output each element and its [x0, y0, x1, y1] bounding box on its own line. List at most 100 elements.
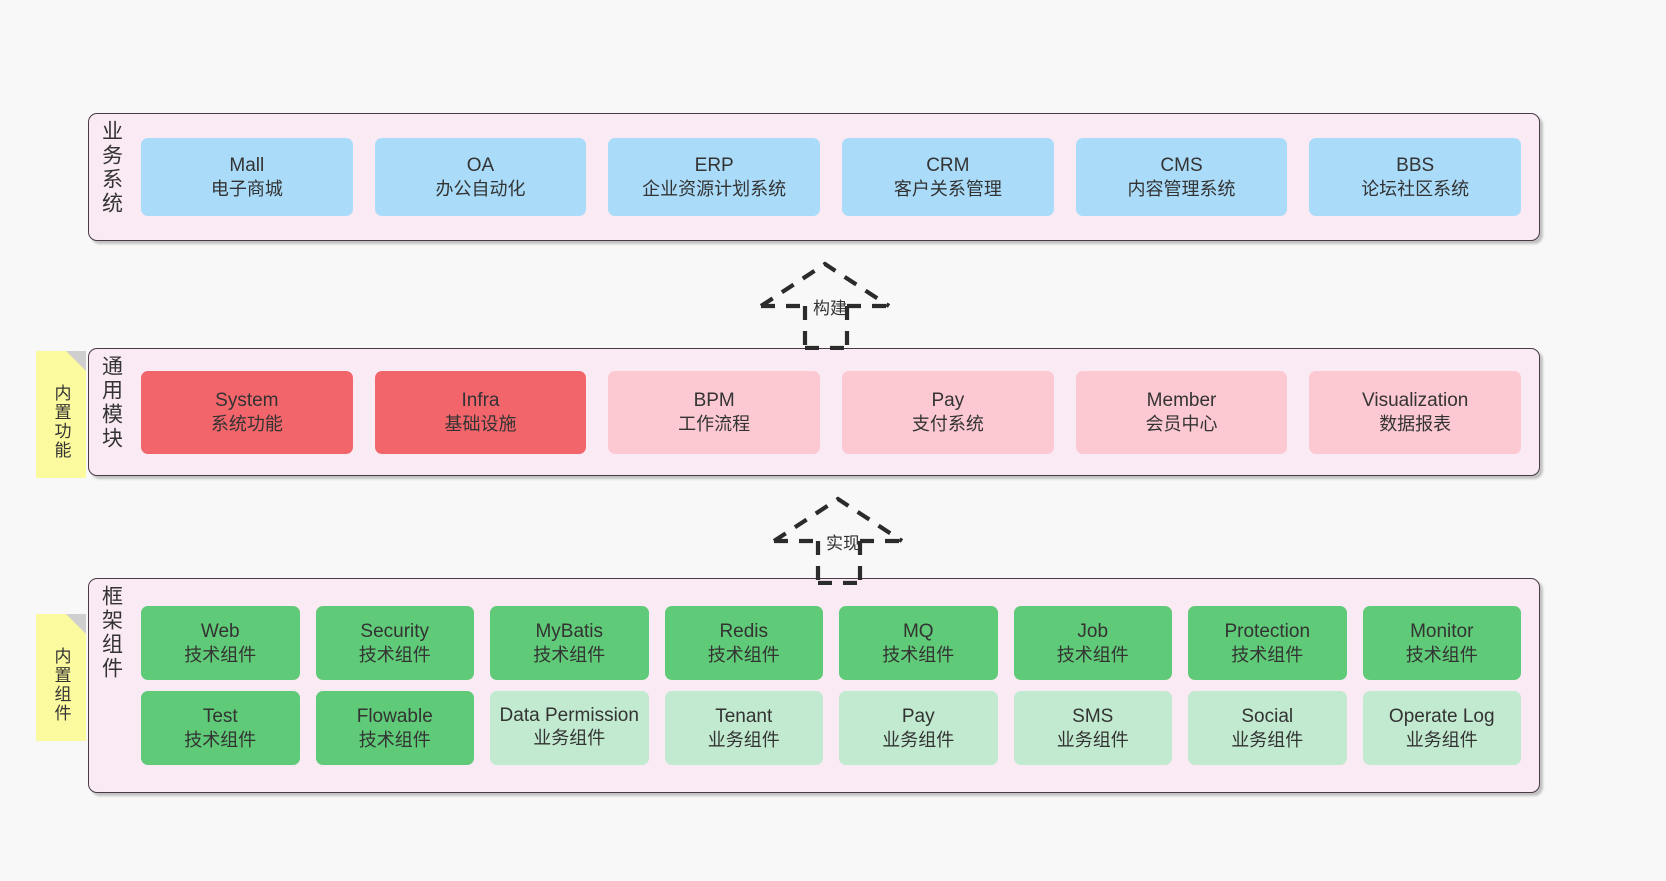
row: Web 技术组件 Security 技术组件 MyBatis 技术组件 Redi…: [141, 606, 1521, 680]
node-title: Test: [202, 705, 238, 727]
note-fold-corner-icon: [66, 351, 86, 371]
node-title: Data Permission: [499, 705, 639, 727]
node-pay-business[interactable]: Pay 业务组件: [839, 691, 998, 765]
node-subtitle: 技术组件: [1405, 644, 1478, 665]
node-system[interactable]: System 系统功能: [141, 370, 353, 454]
node-title: CMS: [1160, 154, 1203, 176]
node-title: MyBatis: [535, 620, 604, 642]
node-subtitle: 会员中心: [1145, 413, 1218, 434]
node-mybatis[interactable]: MyBatis 技术组件: [490, 606, 649, 680]
node-test[interactable]: Test 技术组件: [141, 691, 300, 765]
layer-body-framework-component: Web 技术组件 Security 技术组件 MyBatis 技术组件 Redi…: [133, 579, 1539, 792]
node-subtitle: 支付系统: [911, 413, 984, 434]
layer-body-common-module: System 系统功能 Infra 基础设施 BPM 工作流程 Pay 支付系统…: [133, 349, 1539, 475]
node-bpm[interactable]: BPM 工作流程: [608, 370, 821, 454]
row: Test 技术组件 Flowable 技术组件 Data Permission …: [141, 691, 1521, 765]
node-flowable[interactable]: Flowable 技术组件: [315, 691, 474, 765]
connector-implement-label: 实现: [826, 534, 860, 553]
node-subtitle: 技术组件: [533, 644, 606, 665]
node-mall[interactable]: Mall 电子商城: [141, 138, 353, 216]
node-subtitle: 基础设施: [444, 413, 517, 434]
node-title: Visualization: [1362, 389, 1469, 411]
row: System 系统功能 Infra 基础设施 BPM 工作流程 Pay 支付系统…: [141, 370, 1522, 454]
node-title: CRM: [926, 154, 970, 176]
note-fold-corner-icon: [66, 614, 86, 634]
node-title: Protection: [1224, 620, 1311, 642]
node-cms[interactable]: CMS 内容管理系统: [1075, 138, 1288, 216]
node-subtitle: 客户关系管理: [893, 178, 1002, 199]
node-sms[interactable]: SMS 业务组件: [1013, 691, 1172, 765]
node-subtitle: 业务组件: [1405, 729, 1478, 750]
node-subtitle: 技术组件: [882, 644, 955, 665]
node-pay[interactable]: Pay 支付系统: [842, 370, 1054, 454]
node-title: Job: [1077, 620, 1109, 642]
node-erp[interactable]: ERP 企业资源计划系统: [608, 138, 821, 216]
node-bbs[interactable]: BBS 论坛社区系统: [1309, 138, 1522, 216]
node-infra[interactable]: Infra 基础设施: [374, 370, 587, 454]
node-member[interactable]: Member 会员中心: [1075, 370, 1288, 454]
node-title: OA: [466, 154, 495, 176]
node-subtitle: 办公自动化: [435, 178, 526, 199]
connector-build: 构建: [755, 258, 905, 351]
row: Mall 电子商城 OA 办公自动化 ERP 企业资源计划系统 CRM 客户关系…: [141, 138, 1522, 216]
node-subtitle: 业务组件: [882, 729, 955, 750]
node-tenant[interactable]: Tenant 业务组件: [664, 691, 823, 765]
note-text: 内置功能: [51, 383, 71, 460]
node-subtitle: 业务组件: [533, 727, 606, 748]
note-builtin-component[interactable]: 内置组件: [36, 614, 86, 741]
node-title: ERP: [694, 154, 734, 176]
node-title: Pay: [901, 705, 935, 727]
node-subtitle: 业务组件: [707, 729, 780, 750]
node-title: MQ: [902, 620, 934, 642]
note-builtin-function[interactable]: 内置功能: [36, 351, 86, 478]
node-subtitle: 技术组件: [358, 729, 431, 750]
implement-arrow-icon: [772, 496, 904, 586]
node-subtitle: 技术组件: [1231, 644, 1304, 665]
node-title: SMS: [1072, 705, 1114, 727]
node-protection[interactable]: Protection 技术组件: [1188, 606, 1347, 680]
node-title: Monitor: [1410, 620, 1474, 642]
node-title: Security: [360, 620, 430, 642]
layer-common-module[interactable]: 通用模块 System 系统功能 Infra 基础设施 BPM 工作流程 Pay: [88, 348, 1540, 476]
node-subtitle: 工作流程: [678, 413, 751, 434]
node-subtitle: 企业资源计划系统: [642, 178, 787, 199]
node-subtitle: 技术组件: [184, 729, 257, 750]
layer-label-common-module: 通用模块: [99, 355, 123, 451]
layer-framework-component[interactable]: 框架组件 Web 技术组件 Security 技术组件 MyBatis 技术组件…: [88, 578, 1540, 793]
node-subtitle: 电子商城: [210, 178, 283, 199]
node-data-permission[interactable]: Data Permission 业务组件: [490, 691, 649, 765]
node-title: Tenant: [715, 705, 773, 727]
node-visualization[interactable]: Visualization 数据报表: [1309, 370, 1522, 454]
node-job[interactable]: Job 技术组件: [1013, 606, 1172, 680]
node-operate-log[interactable]: Operate Log 业务组件: [1362, 691, 1521, 765]
node-subtitle: 业务组件: [1056, 729, 1129, 750]
node-subtitle: 数据报表: [1379, 413, 1452, 434]
node-subtitle: 技术组件: [184, 644, 257, 665]
node-crm[interactable]: CRM 客户关系管理: [842, 138, 1054, 216]
build-arrow-icon: [759, 261, 891, 351]
node-subtitle: 技术组件: [1056, 644, 1129, 665]
node-mq[interactable]: MQ 技术组件: [839, 606, 998, 680]
node-monitor[interactable]: Monitor 技术组件: [1362, 606, 1521, 680]
note-text: 内置组件: [51, 646, 71, 723]
node-title: BPM: [693, 389, 735, 411]
node-subtitle: 业务组件: [1231, 729, 1304, 750]
node-title: Operate Log: [1388, 705, 1495, 727]
node-security[interactable]: Security 技术组件: [315, 606, 474, 680]
node-title: Member: [1146, 389, 1217, 411]
node-subtitle: 系统功能: [210, 413, 283, 434]
layer-body-business-system: Mall 电子商城 OA 办公自动化 ERP 企业资源计划系统 CRM 客户关系…: [133, 114, 1539, 240]
node-subtitle: 内容管理系统: [1127, 178, 1236, 199]
node-title: Mall: [229, 154, 265, 176]
node-social[interactable]: Social 业务组件: [1188, 691, 1347, 765]
node-title: Web: [200, 620, 240, 642]
node-web[interactable]: Web 技术组件: [141, 606, 300, 680]
layer-label-framework-component: 框架组件: [99, 585, 123, 681]
connector-build-label: 构建: [813, 299, 847, 318]
node-oa[interactable]: OA 办公自动化: [374, 138, 587, 216]
node-subtitle: 技术组件: [707, 644, 780, 665]
node-redis[interactable]: Redis 技术组件: [664, 606, 823, 680]
layer-business-system[interactable]: 业务系统 Mall 电子商城 OA 办公自动化 ERP 企业资源计划系统 CRM: [88, 113, 1540, 241]
node-subtitle: 技术组件: [358, 644, 431, 665]
